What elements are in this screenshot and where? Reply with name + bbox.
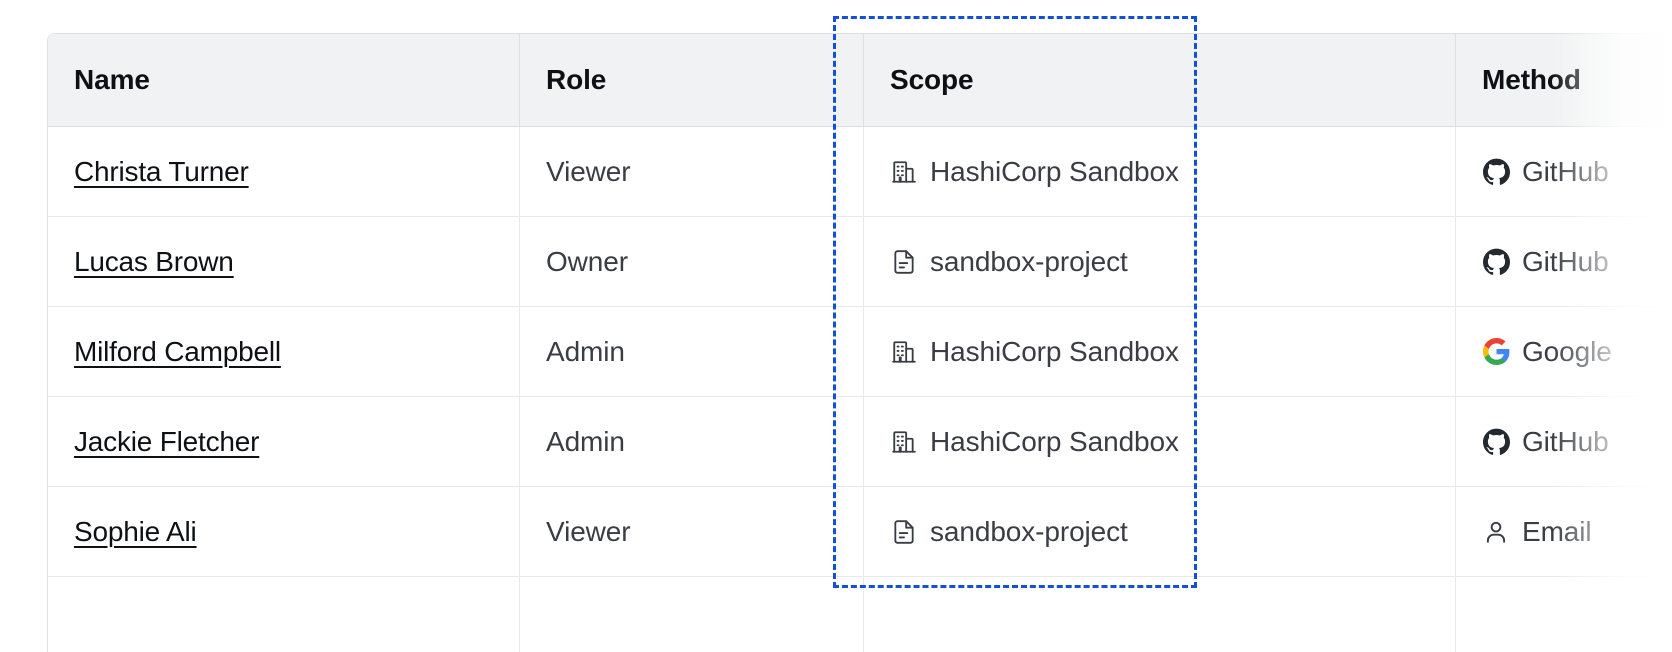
cell-scope: sandbox-project (864, 487, 1456, 577)
table-row (48, 577, 1672, 652)
scope-label: HashiCorp Sandbox (930, 155, 1179, 187)
github-icon (1482, 158, 1510, 186)
role-label: Admin (546, 425, 625, 457)
method-label: GitHub (1522, 245, 1609, 277)
scope-label: HashiCorp Sandbox (930, 425, 1179, 457)
scope-value: HashiCorp Sandbox (890, 336, 1455, 368)
github-icon (1482, 428, 1510, 456)
scope-label: sandbox-project (930, 515, 1128, 547)
cell-role: Admin (520, 307, 864, 397)
cell-scope: HashiCorp Sandbox (864, 127, 1456, 217)
table-row: Lucas Brown Owner sandbox-project GitHub (48, 217, 1672, 307)
cell-role: Viewer (520, 487, 864, 577)
table-header: Name Role Scope Method (48, 34, 1672, 127)
project-document-icon (890, 518, 918, 546)
cell-name: Jackie Fletcher (48, 397, 520, 487)
column-header-scope[interactable]: Scope (864, 34, 1456, 127)
member-name-link[interactable]: Milford Campbell (74, 335, 281, 367)
cell-name: Lucas Brown (48, 217, 520, 307)
cell-method: GitHub (1456, 217, 1672, 307)
method-label: Email (1522, 515, 1592, 547)
method-label: GitHub (1522, 425, 1609, 457)
cell-name: Christa Turner (48, 127, 520, 217)
role-label: Owner (546, 245, 628, 277)
cell-scope: HashiCorp Sandbox (864, 397, 1456, 487)
user-person-icon (1482, 518, 1510, 546)
cell-name: Sophie Ali (48, 487, 520, 577)
scope-label: HashiCorp Sandbox (930, 335, 1179, 367)
method-value: Google (1482, 336, 1672, 368)
cell-scope: sandbox-project (864, 217, 1456, 307)
scope-value: HashiCorp Sandbox (890, 426, 1455, 458)
member-name-link[interactable]: Sophie Ali (74, 515, 197, 547)
scope-label: sandbox-project (930, 245, 1128, 277)
table-row: Christa Turner Viewer HashiCorp Sandbox Git… (48, 127, 1672, 217)
role-label: Viewer (546, 155, 631, 187)
column-header-name[interactable]: Name (48, 34, 520, 127)
method-value: GitHub (1482, 246, 1672, 278)
method-label: GitHub (1522, 155, 1609, 187)
method-value: Email (1482, 516, 1672, 548)
cell-role: Admin (520, 397, 864, 487)
scope-value: sandbox-project (890, 516, 1455, 548)
table-row: Milford Campbell Admin HashiCorp Sandbox Go… (48, 307, 1672, 397)
cell-method: Email (1456, 487, 1672, 577)
column-header-method[interactable]: Method (1456, 34, 1672, 127)
organization-building-icon (890, 338, 918, 366)
role-label: Admin (546, 335, 625, 367)
member-name-link[interactable]: Christa Turner (74, 155, 249, 187)
organization-building-icon (890, 158, 918, 186)
table-row: Sophie Ali Viewer sandbox-project Email (48, 487, 1672, 577)
member-name-link[interactable]: Lucas Brown (74, 245, 234, 277)
cell-method: GitHub (1456, 397, 1672, 487)
cell-method: Google (1456, 307, 1672, 397)
cell-role (520, 577, 864, 652)
github-icon (1482, 248, 1510, 276)
table-header-row: Name Role Scope Method (48, 34, 1672, 127)
column-header-role[interactable]: Role (520, 34, 864, 127)
method-label: Google (1522, 335, 1612, 367)
scope-value: sandbox-project (890, 246, 1455, 278)
scope-value: HashiCorp Sandbox (890, 156, 1455, 188)
role-label: Viewer (546, 515, 631, 547)
cell-scope: HashiCorp Sandbox (864, 307, 1456, 397)
google-icon (1482, 338, 1510, 366)
project-document-icon (890, 248, 918, 276)
cell-name: Milford Campbell (48, 307, 520, 397)
cell-scope (864, 577, 1456, 652)
cell-role: Viewer (520, 127, 864, 217)
member-name-link[interactable]: Jackie Fletcher (74, 425, 260, 457)
cell-name (48, 577, 520, 652)
cell-role: Owner (520, 217, 864, 307)
organization-building-icon (890, 428, 918, 456)
method-value: GitHub (1482, 426, 1672, 458)
cell-method (1456, 577, 1672, 652)
table-row: Jackie Fletcher Admin HashiCorp Sandbox Git… (48, 397, 1672, 487)
method-value: GitHub (1482, 156, 1672, 188)
cell-method: GitHub (1456, 127, 1672, 217)
